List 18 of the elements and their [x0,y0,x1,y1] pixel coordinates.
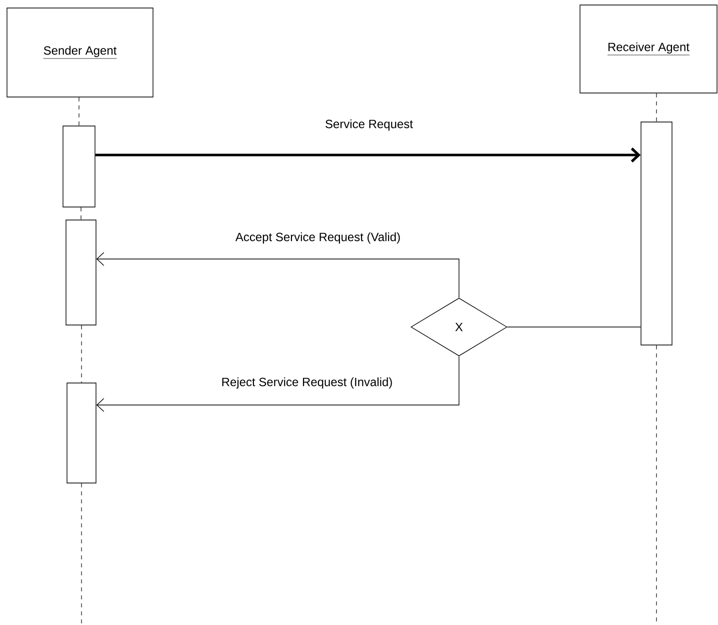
lifeline [656,93,657,122]
activation-bar [640,122,672,346]
activation-bar [66,382,96,484]
edge-label: Reject Service Request (Invalid) [220,376,394,390]
lifeline [78,97,80,126]
lifeline [81,325,82,383]
message-arrow [95,148,641,162]
edge-label: Accept Service Request (Valid) [234,231,402,245]
connector-line [507,326,641,328]
lifeline [81,483,82,625]
lifeline [80,207,82,220]
edge-label: Service Request [324,118,414,132]
message-arrow [96,252,460,298]
lifeline-header-box: Receiver Agent [580,4,718,94]
lifeline-header-box: Sender Agent [6,8,154,98]
message-arrow [96,356,460,412]
activation-bar [62,126,96,208]
activation-bar [66,220,96,326]
